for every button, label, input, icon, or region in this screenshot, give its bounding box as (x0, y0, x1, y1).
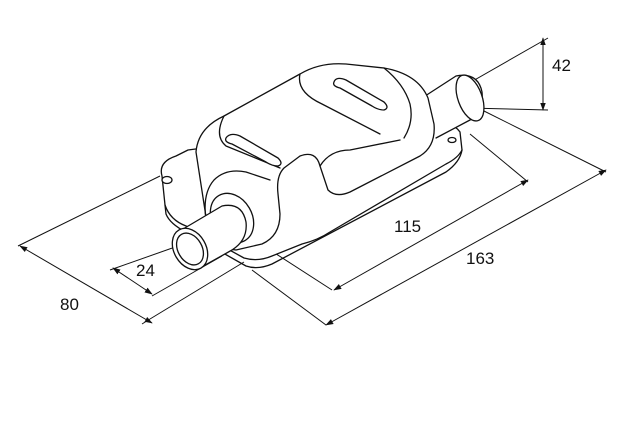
upper-housing (195, 63, 435, 251)
muffler-body (160, 63, 485, 271)
dim-width-label: 80 (60, 295, 79, 314)
inlet-pipe-opening-inner (175, 232, 205, 266)
dimension-lines (17, 37, 607, 326)
dim-total-length-label: 163 (466, 249, 494, 268)
dim-width-line (19, 245, 153, 324)
dim-pipe-line (112, 267, 153, 295)
mount-hole-left (161, 175, 173, 185)
dim-total-length-line (325, 169, 607, 326)
dim-body-length-label: 115 (394, 217, 421, 236)
vent-lower (224, 133, 282, 167)
vent-upper (332, 77, 388, 111)
dim-height-label: 42 (552, 56, 571, 75)
dim-pipe-diameter-label: 24 (136, 261, 155, 280)
